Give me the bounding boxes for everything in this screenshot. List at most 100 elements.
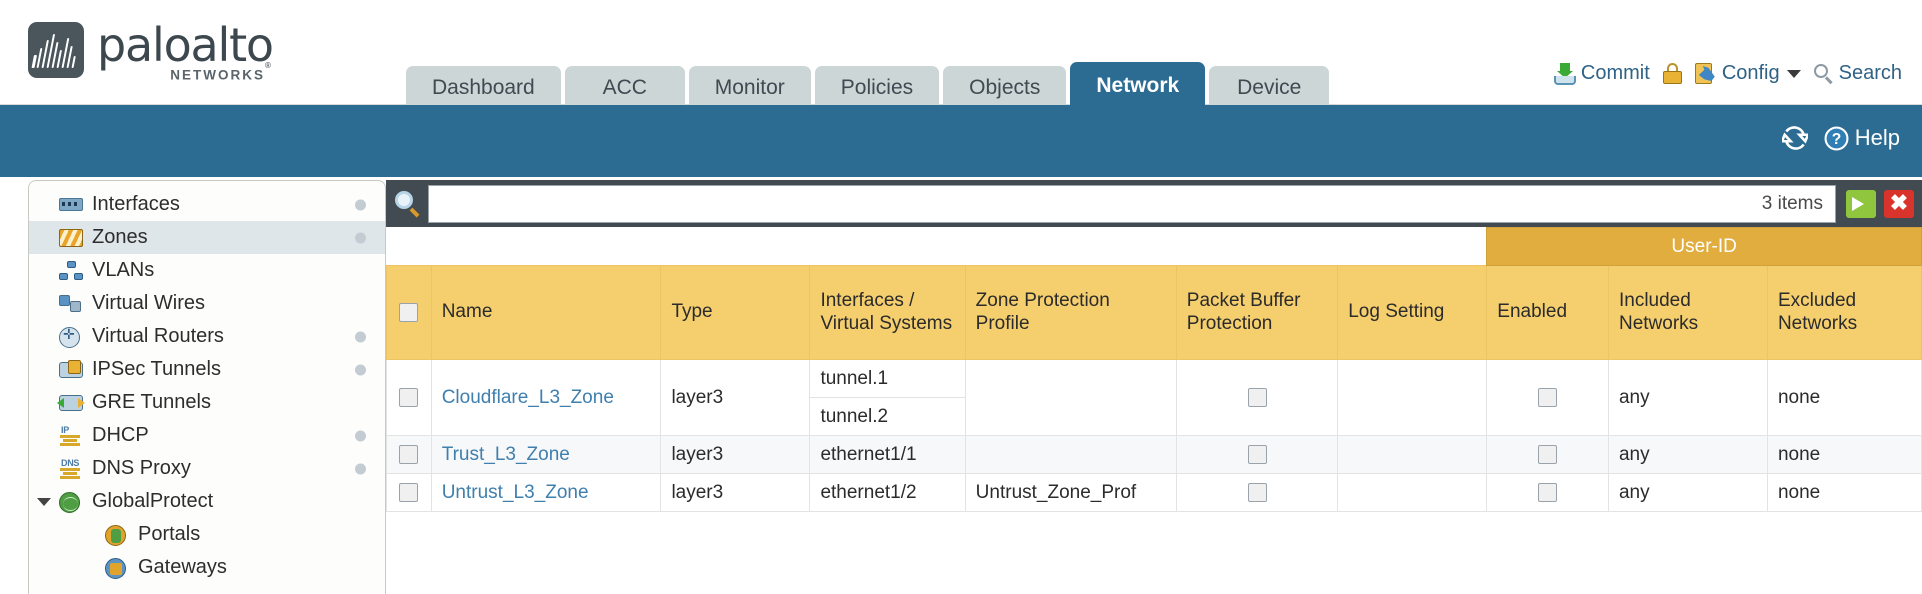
row-select-cell[interactable] (386, 359, 432, 436)
interfaces-icon (59, 194, 83, 216)
cell-packet-buffer-protection[interactable] (1175, 473, 1339, 512)
col-header-type[interactable]: Type (660, 265, 811, 360)
cell-packet-buffer-protection[interactable] (1175, 359, 1339, 436)
sidebar-item-virtual-wires[interactable]: Virtual Wires (29, 287, 385, 320)
sidebar-label-virtual-wires: Virtual Wires (92, 292, 205, 314)
col-header-packet-buffer-protection[interactable]: Packet Buffer Protection (1175, 265, 1339, 360)
sidebar-item-gateways[interactable]: Gateways (29, 551, 385, 584)
clear-filter-icon[interactable]: ✖ (1884, 189, 1914, 218)
cell-userid-enabled[interactable] (1486, 473, 1609, 512)
expander-triangle-icon[interactable] (37, 497, 51, 506)
col-header-included-networks[interactable]: Included Networks (1607, 265, 1768, 360)
tab-acc[interactable]: ACC (564, 66, 685, 109)
col-header-excluded-networks[interactable]: Excluded Networks (1766, 265, 1922, 360)
sidebar-item-globalprotect[interactable]: GlobalProtect (29, 485, 385, 518)
brand-tagline: NETWORKS® (170, 62, 273, 82)
sidebar-item-ipsec-tunnels[interactable]: IPSec Tunnels (29, 353, 385, 386)
cell-interface: ethernet1/1 (809, 435, 966, 474)
filter-bar: 3 items ✖ (386, 180, 1922, 227)
cell-userid-enabled[interactable] (1486, 359, 1609, 436)
userid-enabled-checkbox[interactable] (1538, 482, 1558, 502)
cell-name[interactable]: Cloudflare_L3_Zone (430, 359, 662, 436)
tab-policies[interactable]: Policies (814, 66, 940, 109)
sidebar-label-dns-proxy: DNS Proxy (92, 457, 191, 479)
cell-name[interactable]: Untrust_L3_Zone (430, 473, 662, 512)
cell-name[interactable]: Trust_L3_Zone (430, 435, 662, 474)
userid-enabled-checkbox[interactable] (1538, 444, 1558, 464)
refresh-icon[interactable] (1779, 125, 1810, 151)
lock-button[interactable] (1662, 63, 1682, 84)
sidebar-item-portals[interactable]: Portals (29, 518, 385, 551)
cell-type: layer3 (660, 473, 811, 512)
select-all-header[interactable] (386, 265, 432, 360)
col-header-name[interactable]: Name (430, 265, 662, 360)
sidebar-item-zones[interactable]: Zones (29, 221, 385, 254)
network-sidebar: Interfaces Zones VLANs Virtual Wires Vir… (28, 180, 386, 594)
vlans-icon (59, 260, 83, 282)
sidebar-status-dot (355, 463, 366, 474)
cell-excluded-networks: none (1766, 435, 1922, 474)
top-header-bar: paloalto NETWORKS® Dashboard ACC Monitor… (0, 0, 1922, 109)
table-row[interactable]: Untrust_L3_Zone layer3 ethernet1/2 Untru… (386, 473, 1922, 512)
table-row[interactable]: Cloudflare_L3_Zone layer3 tunnel.1 any n… (386, 359, 1922, 436)
tab-objects[interactable]: Objects (943, 66, 1067, 109)
zone-name-link[interactable]: Trust_L3_Zone (441, 443, 570, 465)
cell-interface: tunnel.1 (809, 359, 966, 398)
col-header-interfaces[interactable]: Interfaces / Virtual Systems (809, 265, 966, 360)
cell-log-setting (1337, 473, 1488, 512)
tab-monitor[interactable]: Monitor (688, 66, 811, 109)
cell-included-networks: any (1607, 473, 1768, 512)
col-header-userid-enabled[interactable]: Enabled (1486, 265, 1609, 360)
row-checkbox[interactable] (399, 387, 419, 407)
packet-buffer-protection-checkbox[interactable] (1247, 482, 1267, 502)
cell-included-networks: any (1607, 435, 1768, 474)
packet-buffer-protection-checkbox[interactable] (1247, 387, 1267, 407)
userid-enabled-checkbox[interactable] (1538, 387, 1558, 407)
table-row-continuation: tunnel.2 (387, 397, 1922, 436)
sidebar-status-dot (355, 199, 366, 210)
apply-filter-icon[interactable] (1846, 189, 1876, 218)
zone-name-link[interactable]: Cloudflare_L3_Zone (441, 386, 614, 408)
sidebar-label-vlans: VLANs (92, 259, 155, 281)
help-label: Help (1854, 125, 1900, 150)
col-header-log-setting[interactable]: Log Setting (1337, 265, 1488, 360)
help-link[interactable]: ? Help (1824, 125, 1900, 151)
row-checkbox[interactable] (399, 444, 419, 464)
tab-network[interactable]: Network (1070, 62, 1206, 109)
filter-input[interactable]: 3 items (428, 184, 1836, 223)
packet-buffer-protection-checkbox[interactable] (1247, 444, 1267, 464)
row-checkbox[interactable] (399, 482, 419, 502)
registered-mark: ® (264, 61, 273, 70)
row-select-cell[interactable] (386, 473, 432, 512)
sidebar-item-vlans[interactable]: VLANs (29, 254, 385, 287)
sidebar-item-interfaces[interactable]: Interfaces (29, 188, 385, 221)
sidebar-status-dot (355, 364, 366, 375)
zones-table-head: User-ID Name Type Interfaces / Virtual S… (386, 227, 1922, 360)
sidebar-label-gateways: Gateways (138, 556, 227, 578)
commit-button[interactable]: Commit (1553, 62, 1650, 85)
sidebar-item-dhcp[interactable]: IP DHCP (29, 419, 385, 452)
portals-icon (105, 524, 129, 546)
tab-dashboard[interactable]: Dashboard (406, 66, 561, 109)
row-select-cell[interactable] (386, 435, 432, 474)
group-header-spacer (386, 227, 1487, 266)
group-header-userid: User-ID (1486, 227, 1922, 266)
zones-table-body: Cloudflare_L3_Zone layer3 tunnel.1 any n… (386, 359, 1922, 512)
sidebar-item-gre-tunnels[interactable]: GRE Tunnels (29, 386, 385, 419)
config-menu[interactable]: Config (1694, 62, 1801, 85)
col-header-zone-protection-profile[interactable]: Zone Protection Profile (964, 265, 1177, 360)
search-button[interactable]: Search (1813, 62, 1902, 85)
sidebar-item-virtual-routers[interactable]: Virtual Routers (29, 320, 385, 353)
sidebar-status-dot (355, 430, 366, 441)
tab-device[interactable]: Device (1209, 66, 1330, 109)
zone-name-link[interactable]: Untrust_L3_Zone (441, 481, 589, 503)
cell-userid-enabled[interactable] (1486, 435, 1609, 474)
select-all-checkbox[interactable] (399, 302, 419, 322)
sidebar-label-interfaces: Interfaces (92, 193, 180, 215)
sidebar-item-dns-proxy[interactable]: DNS DNS Proxy (29, 452, 385, 485)
sidebar-label-portals: Portals (138, 523, 201, 545)
main-navigation-tabs: Dashboard ACC Monitor Policies Objects N… (406, 62, 1330, 109)
table-row[interactable]: Trust_L3_Zone layer3 ethernet1/1 any non… (386, 435, 1922, 474)
dns-proxy-icon: DNS (59, 458, 83, 480)
cell-packet-buffer-protection[interactable] (1175, 435, 1339, 474)
